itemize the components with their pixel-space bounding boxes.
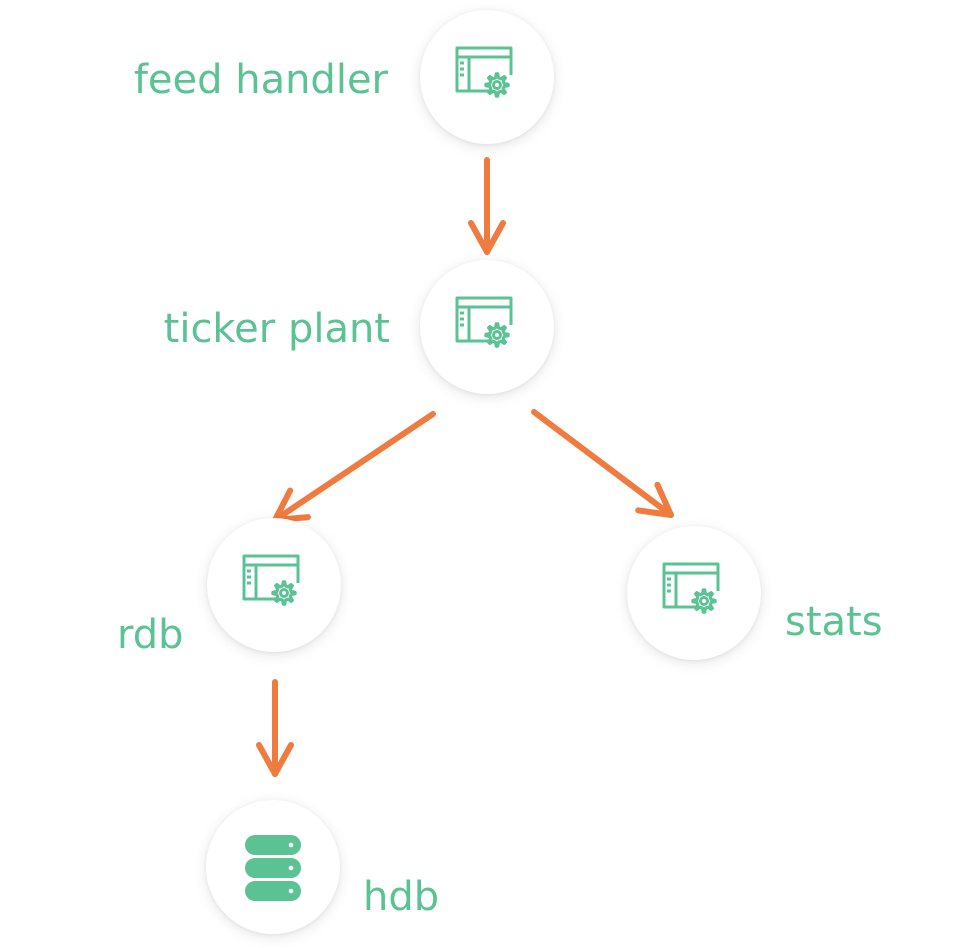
- ticker-plant-label: ticker plant: [163, 306, 390, 352]
- app-settings-icon: [236, 547, 312, 623]
- database-icon: [241, 829, 305, 905]
- arrow-ticker-plant-to-stats: [531, 409, 674, 518]
- app-settings-icon: [449, 289, 525, 365]
- stats-node[interactable]: [627, 526, 761, 660]
- arrow-ticker-plant-to-rdb: [272, 411, 436, 523]
- hdb-node[interactable]: [206, 800, 340, 934]
- rdb-label: rdb: [117, 612, 184, 658]
- feed-handler-label: feed handler: [133, 57, 388, 103]
- stats-label: stats: [785, 599, 883, 645]
- ticker-plant-node[interactable]: [420, 260, 554, 394]
- hdb-label: hdb: [363, 874, 440, 920]
- rdb-node[interactable]: [207, 518, 341, 652]
- app-settings-icon: [656, 555, 732, 631]
- feed-handler-node[interactable]: [420, 10, 554, 144]
- app-settings-icon: [449, 39, 525, 115]
